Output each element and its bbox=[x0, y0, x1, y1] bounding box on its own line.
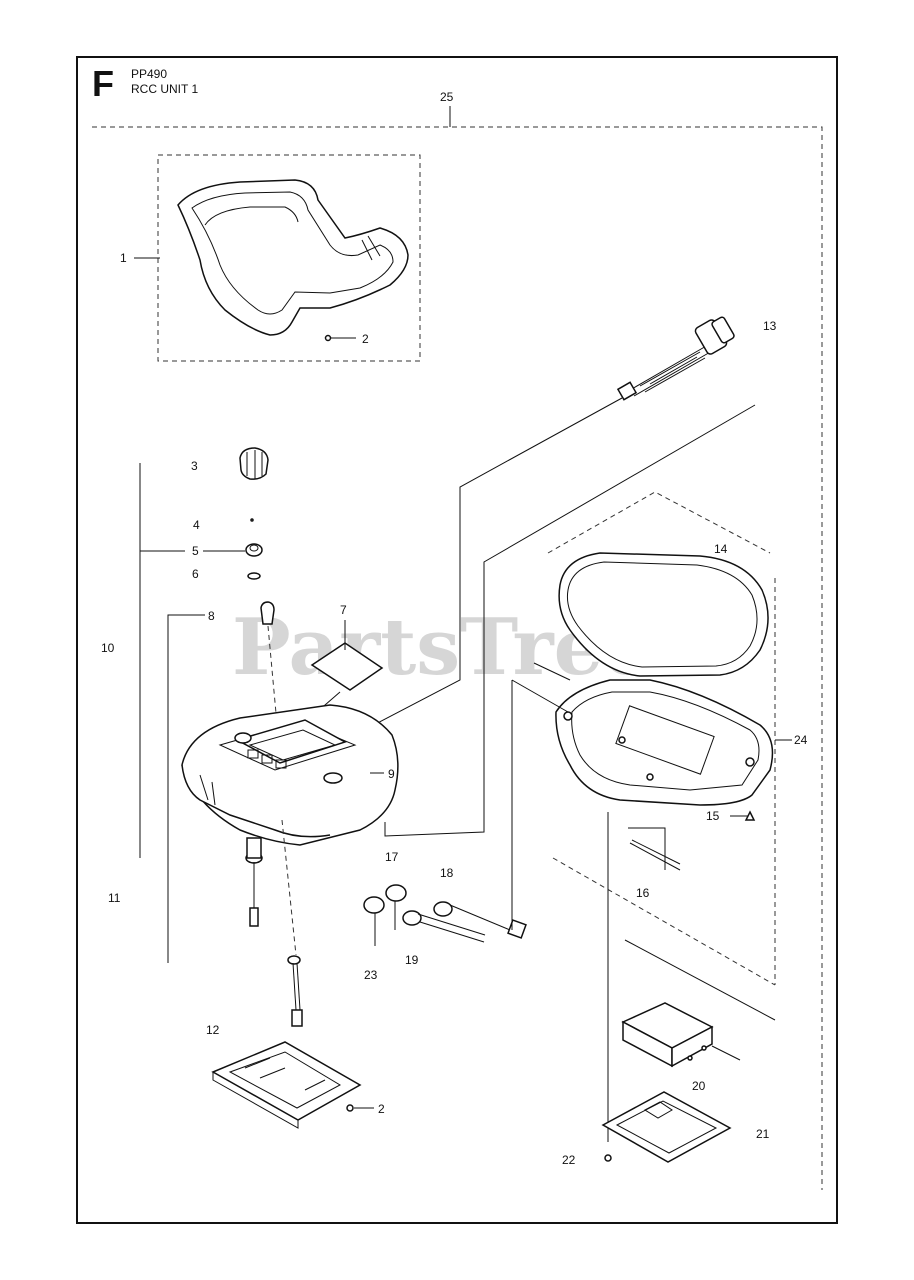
leader-16 bbox=[628, 827, 666, 870]
lower-housing bbox=[555, 679, 774, 806]
cable-plug bbox=[287, 955, 303, 1027]
section-letter: F bbox=[92, 63, 114, 104]
callout-7: 7 bbox=[340, 603, 347, 617]
callout-1: 1 bbox=[120, 251, 127, 265]
gear-connector bbox=[260, 601, 275, 625]
nut-icon bbox=[245, 543, 263, 557]
callout-14: 14 bbox=[714, 542, 728, 556]
gasket bbox=[558, 552, 769, 677]
circuit-board bbox=[621, 1002, 714, 1068]
assembly-25-bracket bbox=[92, 126, 823, 1190]
callout-9: 9 bbox=[388, 767, 395, 781]
callout-2-top: 2 bbox=[362, 332, 369, 346]
callout-16: 16 bbox=[636, 886, 650, 900]
callout-2-bottom: 2 bbox=[378, 1102, 385, 1116]
leader-17 bbox=[384, 404, 756, 837]
assembly-24-bracket bbox=[547, 491, 771, 554]
callout-18: 18 bbox=[440, 866, 454, 880]
callout-4: 4 bbox=[193, 518, 200, 532]
callout-17: 17 bbox=[385, 850, 399, 864]
screw-icon bbox=[604, 1154, 612, 1162]
callout-5: 5 bbox=[192, 544, 199, 558]
callout-11: 11 bbox=[108, 891, 121, 905]
callout-23: 23 bbox=[364, 968, 378, 982]
callout-20: 20 bbox=[692, 1079, 706, 1093]
washer-icon bbox=[247, 572, 261, 580]
callout-19: 19 bbox=[405, 953, 419, 967]
upper-housing bbox=[181, 704, 399, 846]
base-plate bbox=[211, 1041, 362, 1129]
model-number: PP490 bbox=[131, 67, 167, 81]
callout-22: 22 bbox=[562, 1153, 576, 1167]
callout-21: 21 bbox=[756, 1127, 770, 1141]
screw-icon bbox=[346, 1104, 354, 1112]
display-label bbox=[310, 642, 384, 691]
knob bbox=[239, 447, 269, 480]
cover-gasket bbox=[601, 1091, 732, 1163]
screw-icon bbox=[744, 810, 756, 821]
screw-icon bbox=[324, 334, 332, 342]
callout-24: 24 bbox=[794, 733, 808, 747]
sensor-cable bbox=[245, 837, 263, 927]
page-frame bbox=[76, 56, 838, 1224]
cable-connector bbox=[616, 316, 735, 401]
unit-name: RCC UNIT 1 bbox=[131, 82, 198, 96]
callout-6: 6 bbox=[192, 567, 199, 581]
callout-12: 12 bbox=[206, 1023, 220, 1037]
callout-13: 13 bbox=[763, 319, 777, 333]
callout-25: 25 bbox=[440, 90, 454, 104]
callout-10: 10 bbox=[101, 641, 115, 655]
callout-3: 3 bbox=[191, 459, 198, 473]
callout-8: 8 bbox=[208, 609, 215, 623]
cable-gland bbox=[363, 884, 527, 943]
leader-13 bbox=[344, 397, 623, 741]
callout-15: 15 bbox=[706, 809, 720, 823]
handle-frame bbox=[177, 179, 409, 336]
pin-part bbox=[629, 842, 681, 871]
